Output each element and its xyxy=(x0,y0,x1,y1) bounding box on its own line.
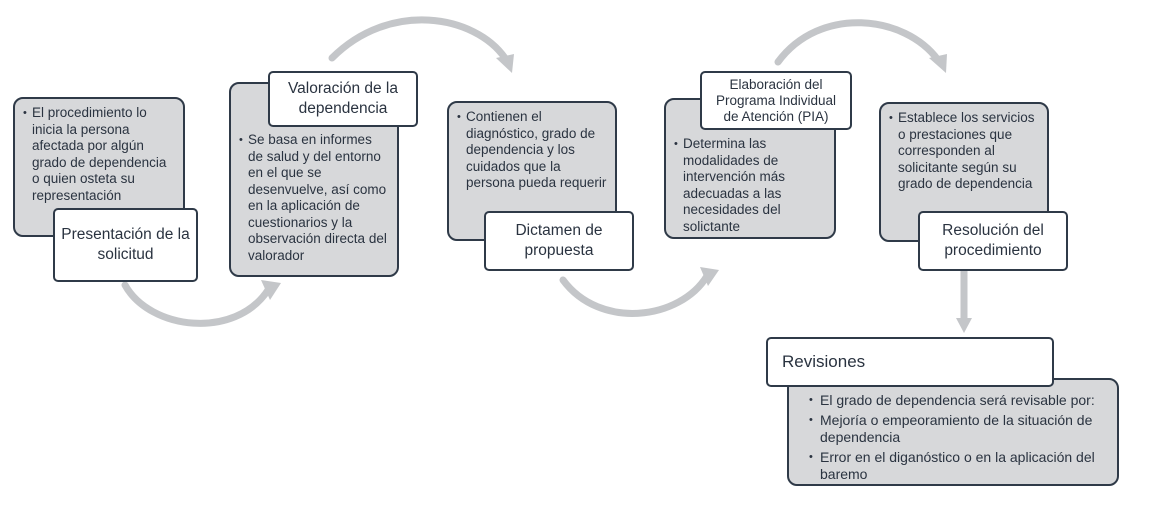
arrowhead-1 xyxy=(261,280,281,300)
revisiones-bullet: El grado de dependencia será revisable p… xyxy=(809,392,1107,409)
step-4-bullet: Determina las modalidades de intervenció… xyxy=(674,136,826,235)
arrowhead-2 xyxy=(496,54,514,73)
revisiones-details: El grado de dependencia será revisable p… xyxy=(787,378,1119,486)
step-1-bullet: El procedimiento lo inicia la persona af… xyxy=(23,105,175,204)
revisiones-bullet: Mejoría o empeoramiento de la situación … xyxy=(809,412,1107,446)
step-3-title: Dictamen de propuesta xyxy=(484,211,634,271)
arrowhead-4 xyxy=(929,54,947,73)
step-1-title: Presentación de la solicitud xyxy=(53,208,198,282)
arrow-4-to-5 xyxy=(774,19,942,66)
arrowhead-3 xyxy=(700,267,719,286)
step-5-title: Resolución del procedimiento xyxy=(918,211,1068,271)
arrowhead-5 xyxy=(956,318,972,333)
step-2-bullet: Se basa en informes de salud y del entor… xyxy=(239,132,389,264)
arrow-1-to-2 xyxy=(121,281,272,327)
step-3-bullet: Contienen el diagnóstico, grado de depen… xyxy=(457,109,607,192)
arrow-2-to-3 xyxy=(328,16,509,62)
revisiones-title: Revisiones xyxy=(766,337,1054,387)
step-4-title: Elaboración del Programa Individual de A… xyxy=(700,71,852,130)
step-5-bullet: Establece los servicios o prestaciones q… xyxy=(889,110,1039,193)
arrow-3-to-4 xyxy=(559,272,711,317)
revisiones-bullet: Error en el diganóstico o en la aplicaci… xyxy=(809,449,1107,483)
step-2-title: Valoración de la dependencia xyxy=(268,71,418,127)
